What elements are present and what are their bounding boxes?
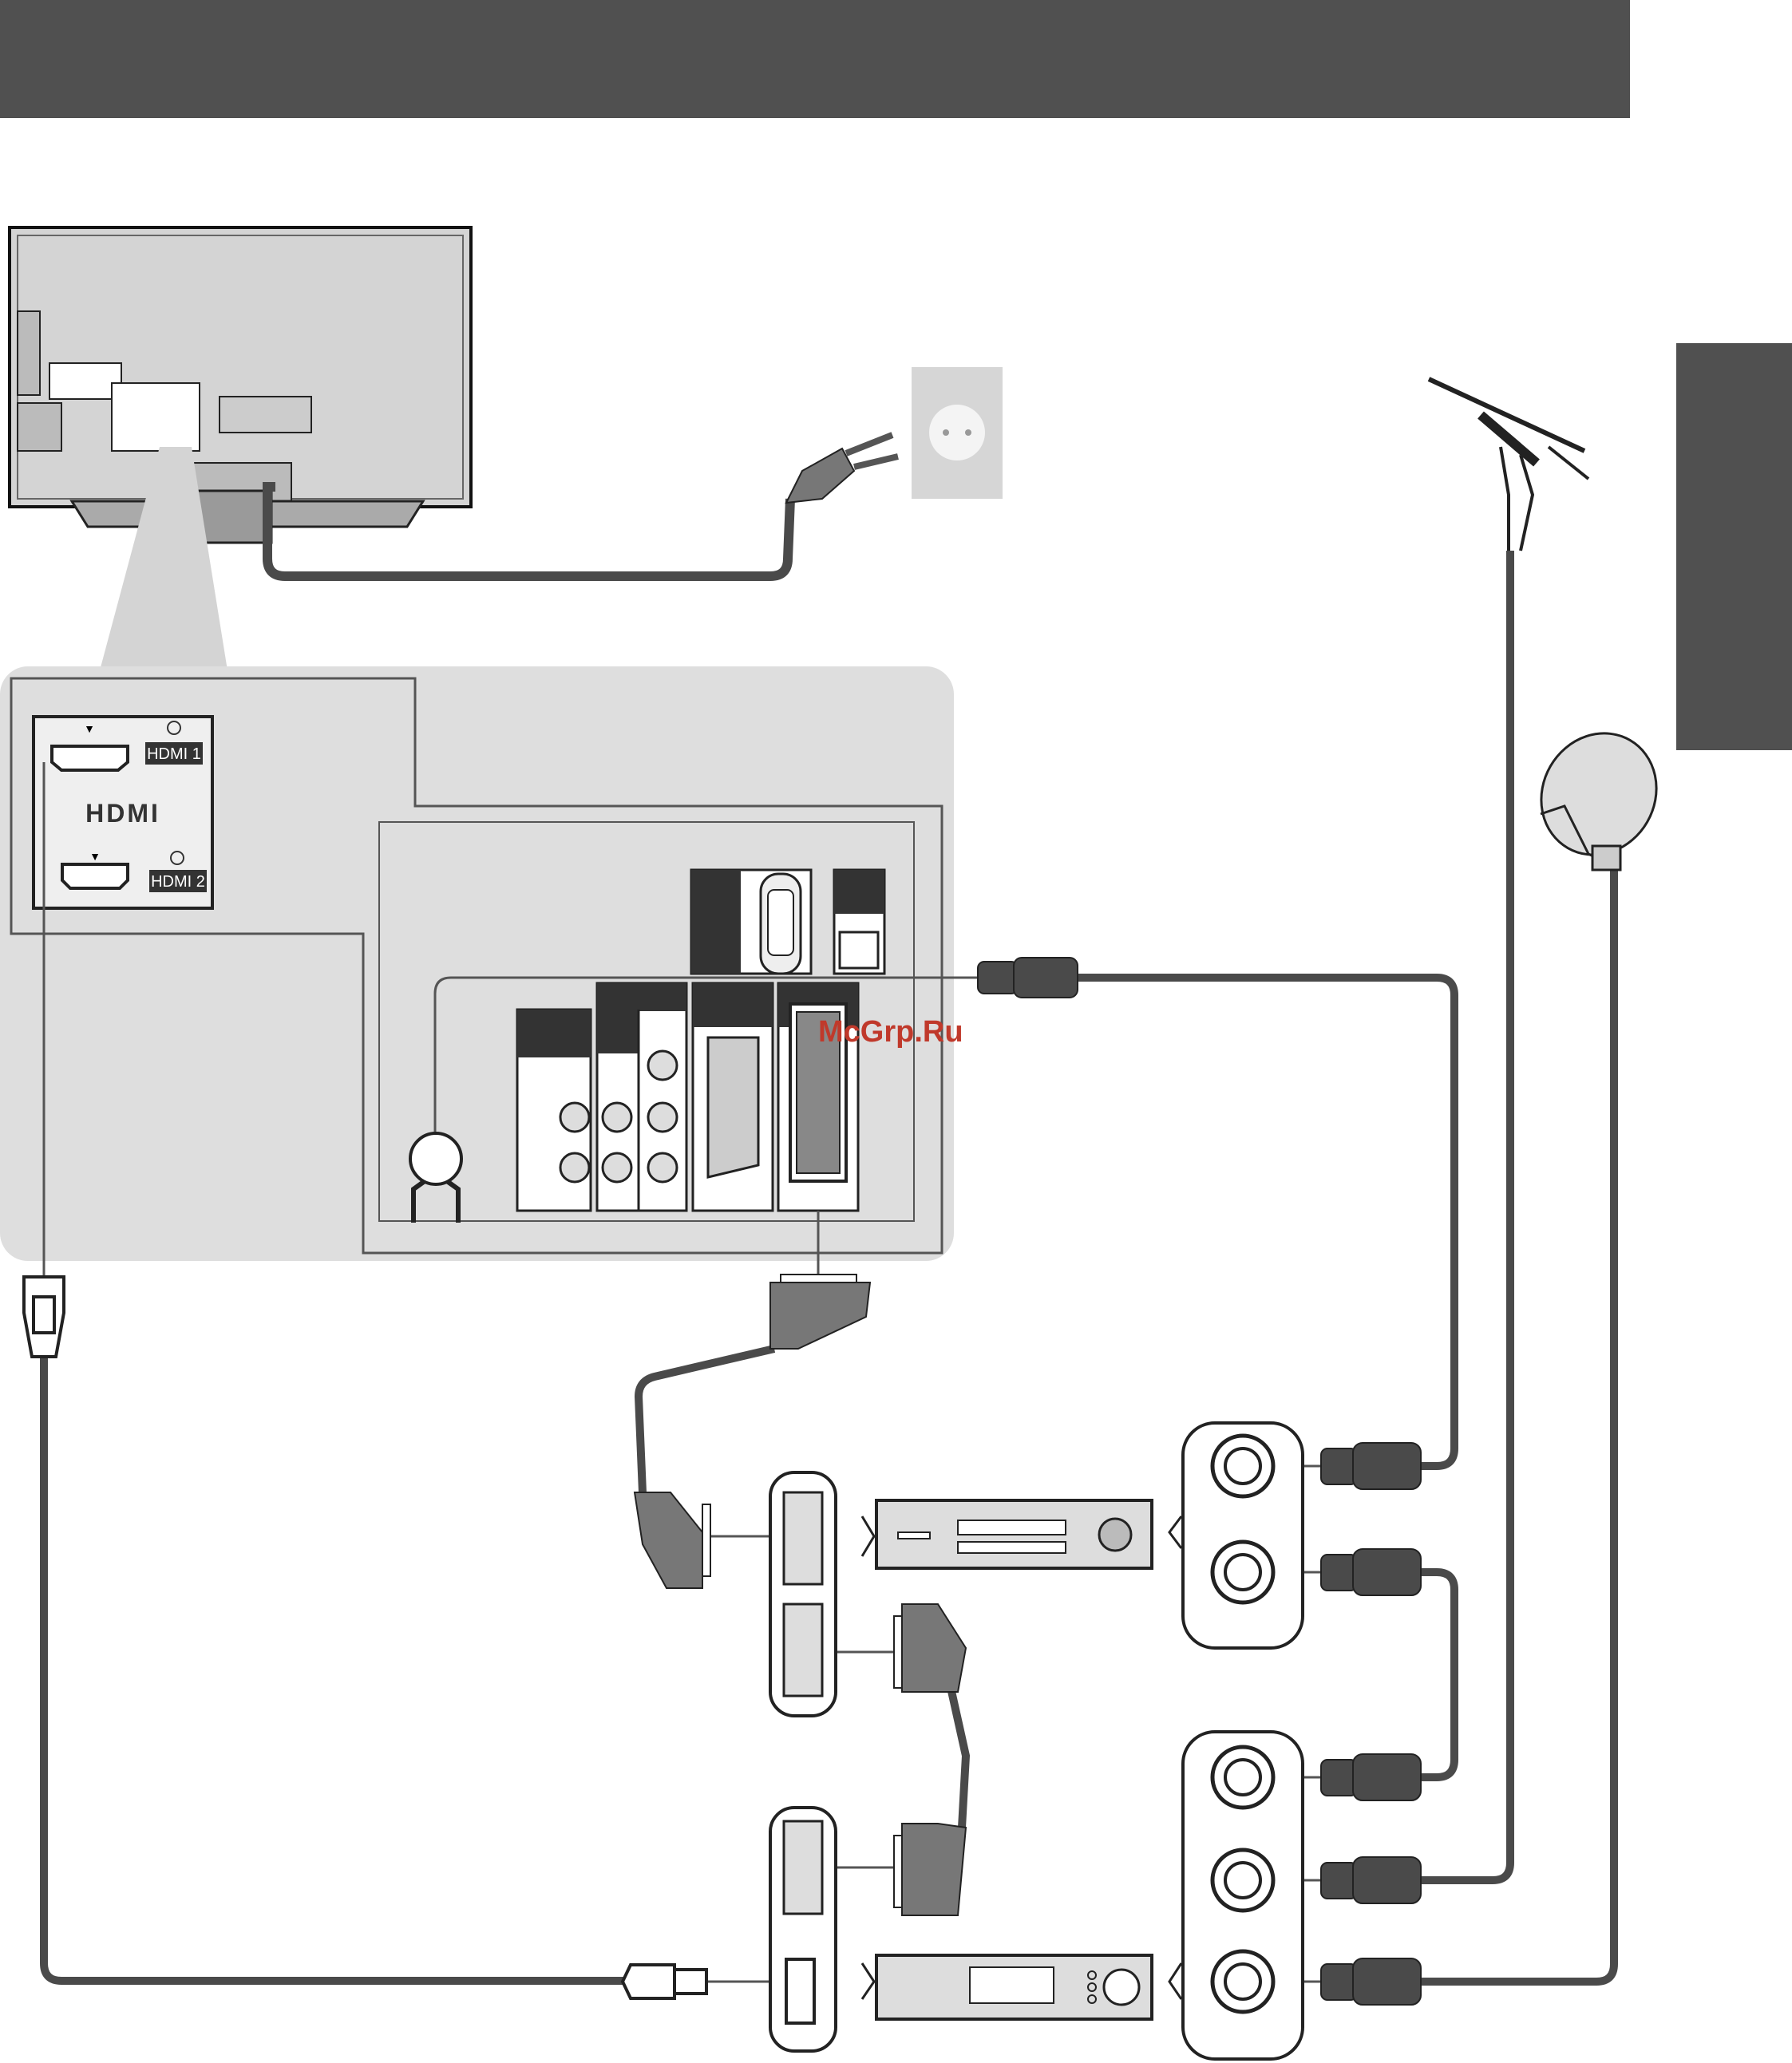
external-scart-sockets: [770, 1472, 836, 2051]
av-jack-block: [517, 983, 686, 1211]
hdmi2-label: HDMI 2: [151, 873, 205, 891]
hdmi-box: ▼ HDMI 1 HDMI ▼ HDMI 2: [34, 717, 212, 908]
digital-audio-port[interactable]: [834, 870, 884, 974]
hdmi1-label: HDMI 1: [147, 745, 201, 763]
hdmi-plug-icon: [24, 1277, 706, 1998]
svg-text:▼: ▼: [89, 850, 101, 863]
watermark: McGrp.Ru: [818, 1015, 963, 1049]
aerial-antenna-icon: [1429, 379, 1588, 551]
hdmi-logo: HDMI: [85, 799, 160, 828]
av1-scart-port[interactable]: [693, 983, 773, 1211]
rf-terminal-groups: [1169, 1423, 1303, 2059]
tv-rear-view: [10, 227, 471, 543]
header-bar: [0, 0, 1630, 118]
wall-socket-icon: [912, 367, 1003, 499]
pc-vga-port[interactable]: [691, 870, 811, 974]
vcr-icon: [862, 1500, 1152, 1568]
set-top-box-icon: [862, 1955, 1152, 2019]
satellite-dish-icon: [1519, 712, 1678, 875]
side-tab: [1676, 343, 1792, 750]
power-plug-icon: [786, 435, 898, 503]
svg-text:▼: ▼: [84, 722, 95, 735]
